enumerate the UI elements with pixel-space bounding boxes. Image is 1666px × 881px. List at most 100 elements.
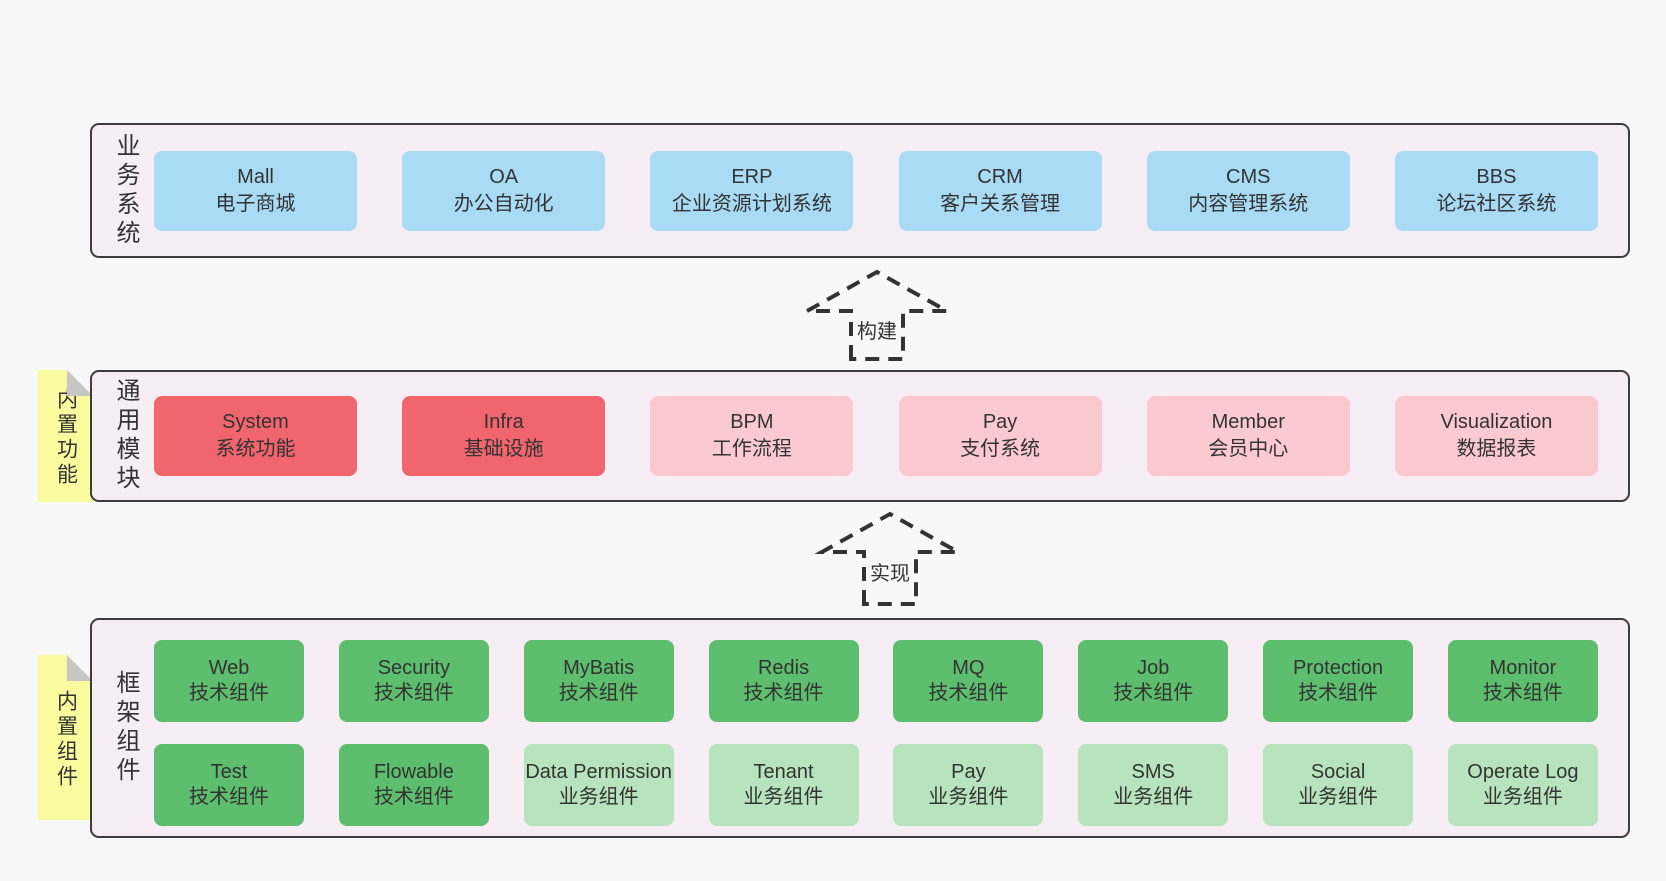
box-subtitle: 电子商城 — [215, 192, 296, 215]
box-bbs: BBS 论坛社区系统 — [1394, 150, 1598, 231]
box-subtitle: 办公自动化 — [453, 192, 554, 215]
sticky-note-label: 内置功能 — [54, 388, 78, 488]
box-subtitle: 会员中心 — [1208, 438, 1289, 460]
box-subtitle: 技术组件 — [1113, 682, 1194, 704]
box-title: ERP — [731, 165, 773, 188]
box-title: MQ — [952, 657, 985, 679]
box-title: BBS — [1476, 165, 1517, 188]
layer-business-systems: 业务系统 Mall 电子商城 OA 办公自动化 ERP 企业资源计划系统 CRM… — [90, 123, 1630, 258]
box-member: Member 会员中心 — [1146, 396, 1350, 476]
box-subtitle: 业务组件 — [928, 786, 1009, 808]
box-web: Web 技术组件 — [154, 640, 304, 722]
layer-framework-components: 框架组件 Web 技术组件 Security 技术组件 MyBatis 技术组件… — [90, 618, 1630, 838]
box-subtitle: 业务组件 — [743, 786, 824, 808]
box-pay-component: Pay 业务组件 — [893, 744, 1044, 826]
box-data-permission: Data Permission 业务组件 — [523, 744, 674, 826]
box-subtitle: 系统功能 — [215, 438, 296, 460]
box-subtitle: 业务组件 — [1482, 786, 1563, 808]
box-subtitle: 数据报表 — [1456, 438, 1537, 460]
arrow-up-build — [799, 269, 955, 361]
box-subtitle: 业务组件 — [1113, 786, 1194, 808]
framework-row-1: Web 技术组件 Security 技术组件 MyBatis 技术组件 Redi… — [154, 640, 1598, 722]
box-subtitle: 企业资源计划系统 — [671, 192, 832, 215]
box-oa: OA 办公自动化 — [402, 150, 606, 231]
box-test: Test 技术组件 — [154, 744, 304, 826]
box-subtitle: 技术组件 — [373, 786, 454, 808]
box-operate-log: Operate Log 业务组件 — [1447, 744, 1598, 826]
box-title: Flowable — [373, 761, 454, 783]
modules-boxes-row: System 系统功能 Infra 基础设施 BPM 工作流程 Pay 支付系统… — [154, 396, 1598, 476]
box-title: System — [222, 411, 289, 433]
box-title: Redis — [757, 657, 810, 679]
box-subtitle: 技术组件 — [1298, 682, 1379, 704]
box-pay-module: Pay 支付系统 — [898, 396, 1102, 476]
box-subtitle: 内容管理系统 — [1188, 192, 1309, 215]
box-infra: Infra 基础设施 — [402, 396, 606, 476]
box-title: Monitor — [1489, 657, 1557, 679]
box-subtitle: 技术组件 — [373, 682, 454, 704]
layer-label: 通用模块 — [112, 378, 139, 494]
box-title: Data Permission — [525, 761, 673, 783]
box-title: Security — [377, 657, 450, 679]
box-title: Tenant — [753, 761, 814, 783]
box-protection: Protection 技术组件 — [1263, 640, 1414, 722]
box-mq: MQ 技术组件 — [893, 640, 1044, 722]
box-subtitle: 业务组件 — [1298, 786, 1379, 808]
box-subtitle: 支付系统 — [960, 438, 1041, 460]
box-title: Pay — [982, 411, 1018, 433]
box-subtitle: 客户关系管理 — [940, 192, 1061, 215]
box-erp: ERP 企业资源计划系统 — [650, 150, 854, 231]
box-title: Job — [1137, 657, 1170, 679]
box-title: OA — [489, 165, 519, 188]
box-tenant: Tenant 业务组件 — [708, 744, 859, 826]
box-title: Protection — [1293, 657, 1384, 679]
box-social: Social 业务组件 — [1263, 744, 1414, 826]
box-subtitle: 技术组件 — [189, 682, 269, 704]
arrow-implement-label: 实现 — [866, 556, 914, 587]
box-subtitle: 技术组件 — [928, 682, 1009, 704]
layer-common-modules: 通用模块 System 系统功能 Infra 基础设施 BPM 工作流程 Pay… — [90, 370, 1630, 502]
box-title: CMS — [1226, 165, 1271, 188]
box-subtitle: 工作流程 — [711, 438, 792, 460]
box-title: Mall — [237, 165, 274, 188]
arrow-build-label: 构建 — [853, 314, 901, 345]
box-title: Visualization — [1440, 411, 1553, 433]
box-subtitle: 基础设施 — [463, 438, 544, 460]
box-subtitle: 技术组件 — [1482, 682, 1563, 704]
box-security: Security 技术组件 — [338, 640, 489, 722]
box-title: SMS — [1131, 761, 1175, 783]
business-boxes-row: Mall 电子商城 OA 办公自动化 ERP 企业资源计划系统 CRM 客户关系… — [154, 150, 1598, 231]
box-visualization: Visualization 数据报表 — [1394, 396, 1598, 476]
sticky-note-label: 内置组件 — [54, 689, 78, 790]
box-job: Job 技术组件 — [1078, 640, 1229, 722]
sticky-note-built-in-features: 内置功能 — [38, 370, 93, 502]
box-title: Web — [208, 657, 250, 679]
box-subtitle: 技术组件 — [743, 682, 824, 704]
box-crm: CRM 客户关系管理 — [898, 150, 1102, 231]
box-mall: Mall 电子商城 — [154, 150, 357, 231]
layer-label: 业务系统 — [112, 132, 139, 249]
box-title: Member — [1211, 411, 1285, 433]
box-title: Operate Log — [1467, 761, 1579, 783]
box-redis: Redis 技术组件 — [708, 640, 859, 722]
box-mybatis: MyBatis 技术组件 — [523, 640, 674, 722]
box-title: MyBatis — [563, 657, 635, 679]
sticky-note-built-in-components: 内置组件 — [38, 655, 93, 820]
box-flowable: Flowable 技术组件 — [338, 744, 489, 826]
box-system: System 系统功能 — [154, 396, 357, 476]
box-subtitle: 业务组件 — [558, 786, 639, 808]
box-bpm: BPM 工作流程 — [650, 396, 854, 476]
box-title: Infra — [483, 411, 524, 433]
layer-label: 框架组件 — [112, 670, 139, 786]
box-title: Pay — [951, 761, 986, 783]
box-title: BPM — [730, 411, 774, 433]
box-subtitle: 技术组件 — [558, 682, 639, 704]
box-title: Social — [1310, 761, 1366, 783]
box-subtitle: 论坛社区系统 — [1436, 192, 1557, 215]
box-title: Test — [210, 761, 248, 783]
box-subtitle: 技术组件 — [189, 786, 269, 808]
box-cms: CMS 内容管理系统 — [1146, 150, 1350, 231]
box-title: CRM — [977, 165, 1023, 188]
box-monitor: Monitor 技术组件 — [1447, 640, 1598, 722]
